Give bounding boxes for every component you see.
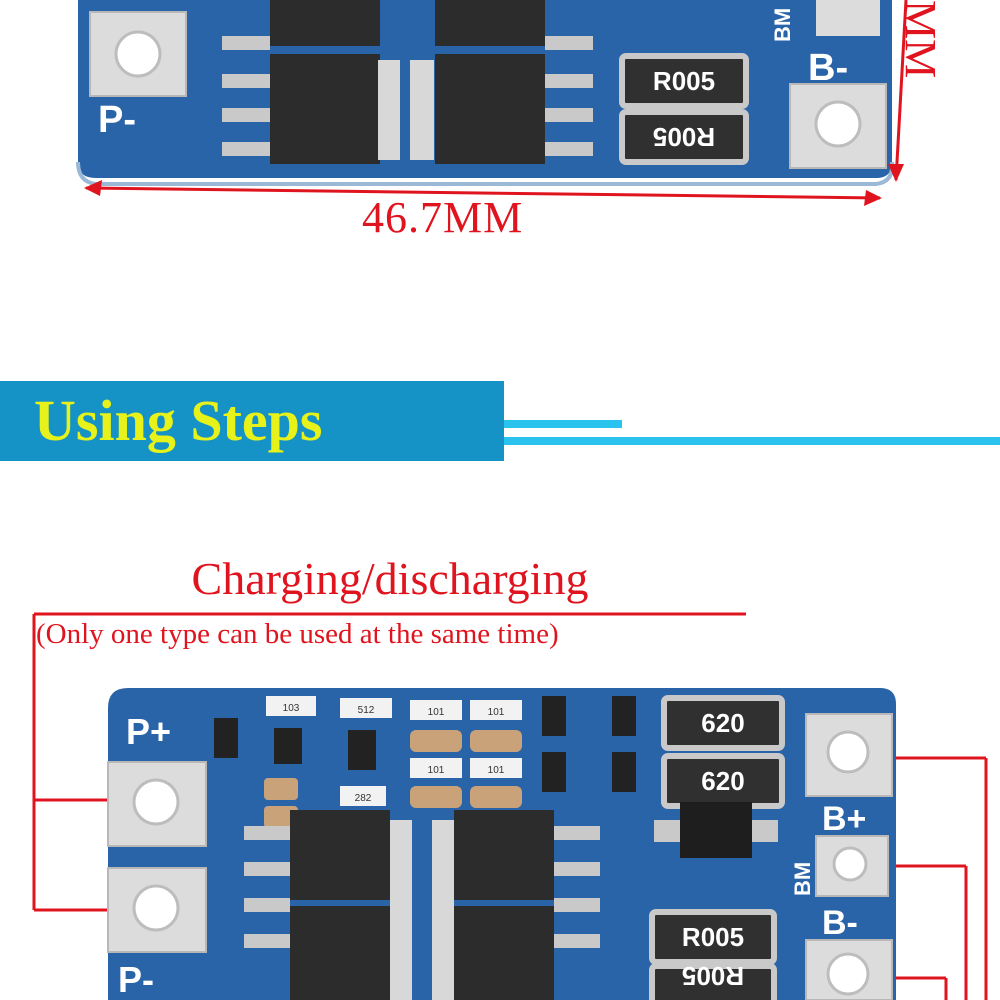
bottom-resistor-3-label: R005 (682, 922, 744, 952)
banner-line-short (504, 420, 622, 428)
top-mosfet-2 (270, 54, 380, 164)
top-resistor-2-label: R005 (653, 122, 715, 152)
bottom-pad-p-minus (107, 867, 207, 953)
bottom-mosfet-3 (454, 810, 554, 900)
smd-code-3: 101 (428, 707, 445, 718)
top-resistor-1-label: R005 (653, 66, 715, 96)
bottom-resistor-3 (649, 909, 777, 965)
bottom-resistor-2-label: 620 (701, 766, 744, 796)
width-label: 46.7MM (362, 193, 524, 242)
bottom-mosfet-1 (290, 810, 390, 900)
bottom-diode (680, 802, 752, 858)
bottom-resistor-1-label: 620 (701, 708, 744, 738)
top-label-p-minus: P- (98, 99, 136, 141)
wiring-lines (32, 612, 988, 1000)
smd-code-2: 512 (358, 705, 375, 716)
bottom-label-b-plus: B+ (822, 800, 866, 838)
section-banner (0, 381, 504, 461)
smd-code-1: 103 (283, 703, 300, 714)
smd-code-5: 101 (428, 765, 445, 776)
banner-title: Using Steps (34, 388, 323, 453)
top-label-bm: BM (770, 8, 795, 42)
instruction-note: (Only one type can be used at the same t… (36, 618, 559, 650)
banner-line-long (504, 437, 1000, 445)
bottom-label-p-minus: P- (118, 959, 154, 1000)
top-resistor-2 (619, 109, 749, 165)
bottom-resistor-1 (661, 695, 785, 751)
bottom-label-bm: BM (790, 862, 815, 896)
top-mosfet-4 (435, 54, 545, 164)
bottom-mosfet-2 (290, 906, 390, 1000)
top-resistor-1 (619, 53, 749, 109)
smd-code-7: 282 (355, 793, 372, 804)
bottom-label-b-minus: B- (822, 904, 858, 942)
bottom-pcb-photo: P+ P- 103 512 101 101 101 101 282 620 62… (32, 612, 988, 1000)
smd-code-4: 101 (488, 707, 505, 718)
bottom-mosfet-4 (454, 906, 554, 1000)
top-mosfet-1 (270, 0, 380, 46)
top-pad-bm (816, 0, 880, 36)
smd-code-6: 101 (488, 765, 505, 776)
bottom-resistor-4 (649, 963, 777, 1000)
height-dimension-arrow (888, 0, 908, 182)
bottom-label-p-plus: P+ (126, 711, 171, 752)
top-pcb-photo: P- R005 R005 BM B- (76, 0, 908, 206)
top-label-b-minus: B- (808, 47, 848, 89)
height-label: MM (896, 0, 945, 79)
instruction-title: Charging/discharging (191, 553, 589, 604)
top-mosfet-3 (435, 0, 545, 46)
bottom-resistor-4-label: R005 (682, 961, 744, 991)
width-dimension-arrow (84, 180, 882, 206)
